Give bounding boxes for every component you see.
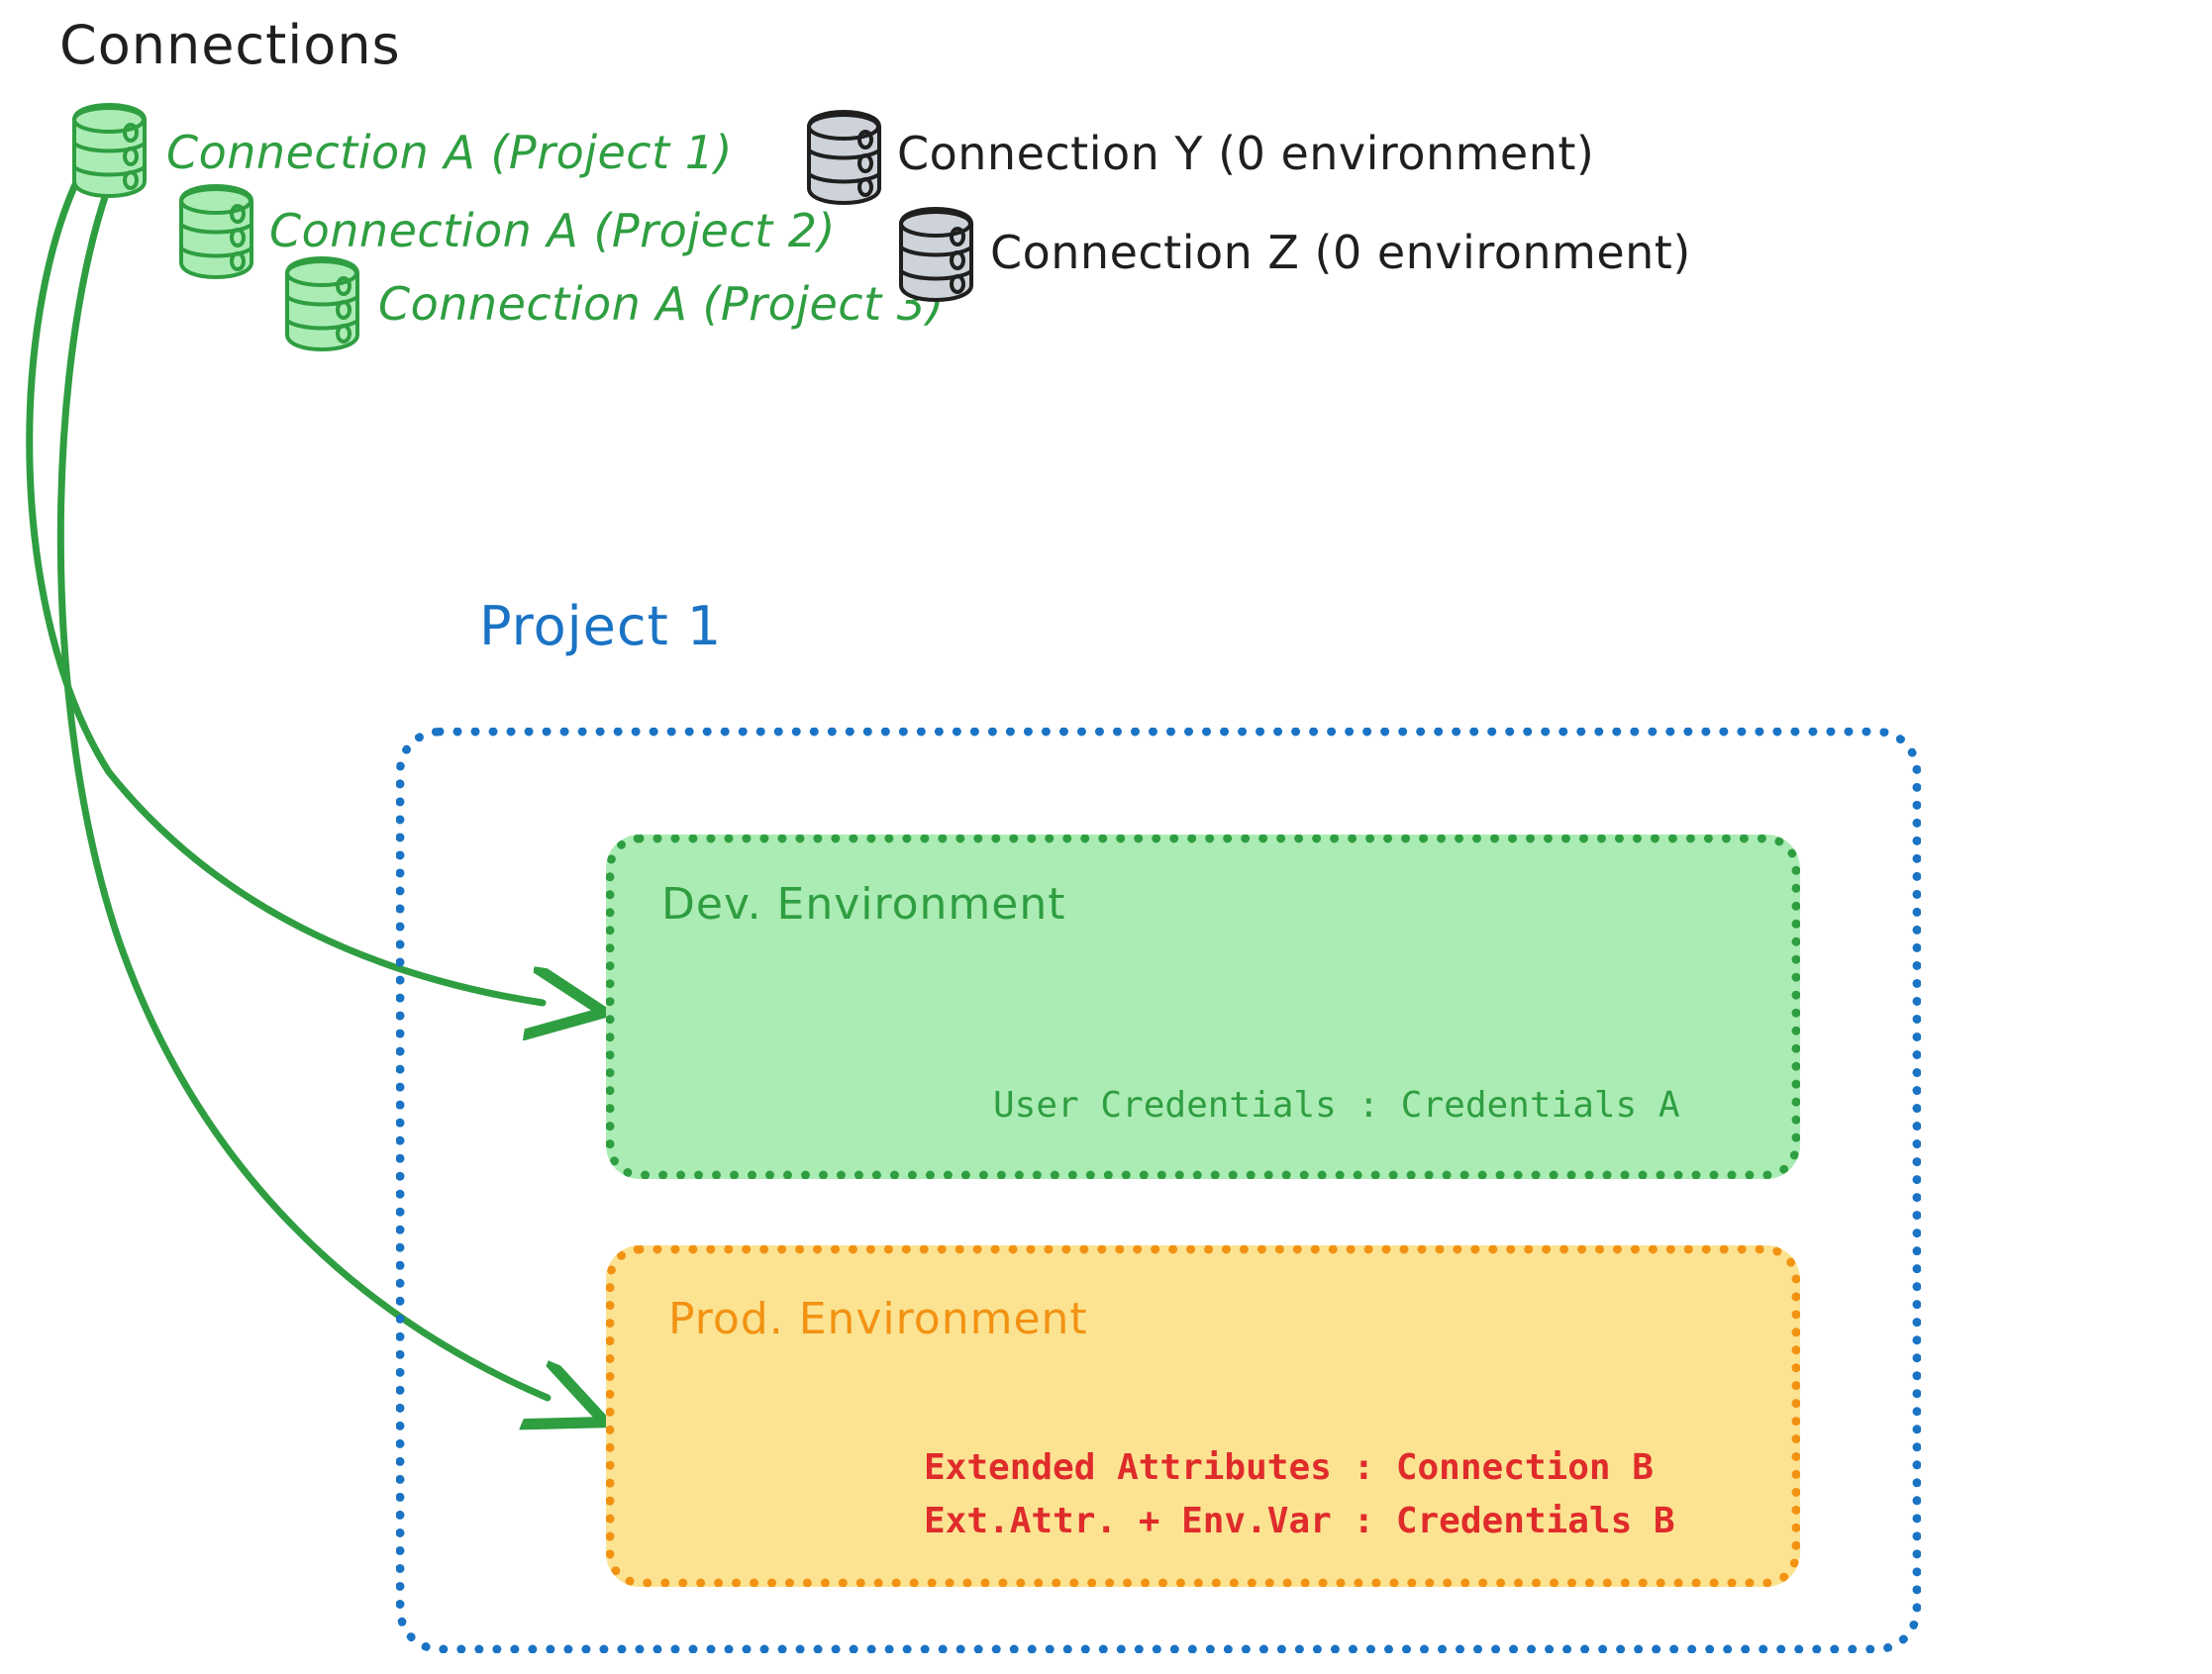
- dev-environment-row-0: User Credentials : Credentials A: [993, 1085, 1680, 1126]
- project-container: [396, 728, 1921, 1653]
- arrow-connection-a-to-prod: [56, 190, 548, 1398]
- database-icon-connection-a-project-2[interactable]: [176, 183, 257, 280]
- label-connection-a-project-3: Connection A (Project 3): [378, 277, 945, 331]
- database-icon-connection-y[interactable]: [804, 109, 885, 206]
- database-icon-connection-a-project-1[interactable]: [69, 102, 151, 199]
- prod-environment-row-1: Ext.Attr. + Env.Var : Credentials B: [924, 1501, 1675, 1541]
- dev-environment-title: Dev. Environment: [661, 879, 1066, 930]
- prod-environment-title: Prod. Environment: [668, 1294, 1088, 1344]
- project-title: Project 1: [479, 595, 723, 657]
- arrow-connection-a-to-dev: [26, 176, 543, 1003]
- page-title: Connections: [59, 14, 401, 76]
- dev-environment-container[interactable]: [606, 835, 1800, 1179]
- label-connection-a-project-2: Connection A (Project 2): [269, 204, 836, 257]
- database-icon-connection-z[interactable]: [896, 206, 977, 303]
- label-connection-a-project-1: Connection A (Project 1): [166, 126, 733, 179]
- prod-environment-container[interactable]: [606, 1245, 1800, 1587]
- prod-environment-row-0: Extended Attributes : Connection B: [924, 1447, 1654, 1488]
- database-icon-connection-a-project-3[interactable]: [282, 255, 363, 352]
- label-connection-y: Connection Y (0 environment): [897, 127, 1595, 180]
- label-connection-z: Connection Z (0 environment): [990, 226, 1691, 279]
